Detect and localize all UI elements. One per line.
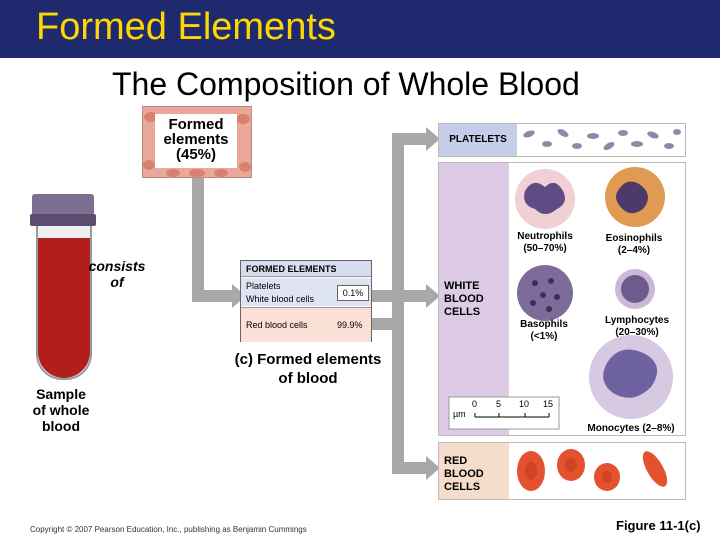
table-rbc-value: 99.9% [337,320,363,330]
scale-unit: µm [453,409,466,419]
wbc-panel: Neutrophils (50–70%) Eosinophils (2–4%) … [438,162,686,436]
title-bar [0,0,720,58]
rbc-strip [439,443,509,499]
scale-tick-10: 10 [519,399,530,409]
slide-subtitle: The Composition of Whole Blood [112,66,580,102]
wbc-label-line2: BLOOD [444,293,484,305]
figure-number: Figure 11-1(c) [616,518,701,533]
formed-line3: (45%) [175,146,216,163]
table-platelets: Platelets [246,281,281,291]
sample-line3: blood [41,418,81,434]
consists-line2: of [110,274,124,290]
table-wbc: White blood cells [246,294,315,304]
table-header: FORMED ELEMENTS [241,261,371,277]
rbc-pattern [143,112,251,177]
caption-line1: (c) Formed elements [234,351,382,368]
rbc-label: RED BLOOD CELLS [444,455,484,494]
caption-line2: of blood [278,370,338,387]
rbc-panel [438,442,686,500]
neutrophils-pct: (50–70%) [523,243,567,254]
tube-blood [38,238,90,378]
consists-line1: consists [88,258,146,274]
formed-elements-card: Formed elements (45%) [142,106,252,178]
test-tube [36,208,92,380]
lymphocytes-pct: (20–30%) [615,327,659,338]
basophils-label: Basophils (<1%) [509,319,579,343]
rbc-label-line3: CELLS [444,481,481,493]
rbc-cells-image [517,449,668,491]
monocytes-label: Monocytes (2–8%) [587,423,675,434]
neutrophils-name: Neutrophils [517,231,573,242]
wbc-label-line1: WHITE [444,280,480,292]
wbc-cells-image [448,167,673,430]
scale-tick-15: 15 [543,399,554,409]
table-row12-value: 0.1% [337,285,369,301]
lymphocytes-label: Lymphocytes (20–30%) [597,315,677,339]
eosinophils-pct: (2–4%) [617,245,651,256]
slide-title: Formed Elements [36,6,336,48]
formed-line1: Formed [168,116,224,133]
wbc-strip [439,163,509,435]
platelets-label: PLATELETS [439,124,517,156]
figure-caption: (c) Formed elements of blood [228,350,388,388]
scale-tick-5: 5 [496,399,502,409]
basophils-name: Basophils [520,319,568,330]
wbc-label-line3: CELLS [444,306,481,318]
eosinophils-name: Eosinophils [605,233,663,244]
platelets-image [523,129,681,150]
consists-of-label: consists of [88,258,146,290]
lymphocytes-name: Lymphocytes [604,315,670,326]
formed-line2: elements [163,131,229,148]
table-rbc: Red blood cells [246,320,308,330]
wbc-label: WHITE BLOOD CELLS [444,280,484,319]
rbc-label-line2: BLOOD [444,468,484,480]
formed-elements-label: Formed elements (45%) [155,114,237,168]
sample-line1: Sample [36,386,86,402]
sample-line2: of whole [32,402,90,418]
rbc-label-line1: RED [444,455,468,467]
tube-cap-rim [30,214,96,226]
scale-tick-0: 0 [472,399,478,409]
platelets-panel: PLATELETS [438,123,686,157]
formed-elements-table: FORMED ELEMENTS Platelets White blood ce… [240,260,372,342]
eosinophils-label: Eosinophils (2–4%) [599,233,669,257]
sample-label: Sample of whole blood [26,386,96,434]
copyright-text: Copyright © 2007 Pearson Education, Inc.… [30,525,307,534]
table-row-rbc: Red blood cells 99.9% [241,307,371,342]
basophils-pct: (<1%) [530,331,558,342]
table-row-wbc-plt: Platelets White blood cells 0.1% [241,278,371,306]
neutrophils-label: Neutrophils (50–70%) [507,231,583,255]
